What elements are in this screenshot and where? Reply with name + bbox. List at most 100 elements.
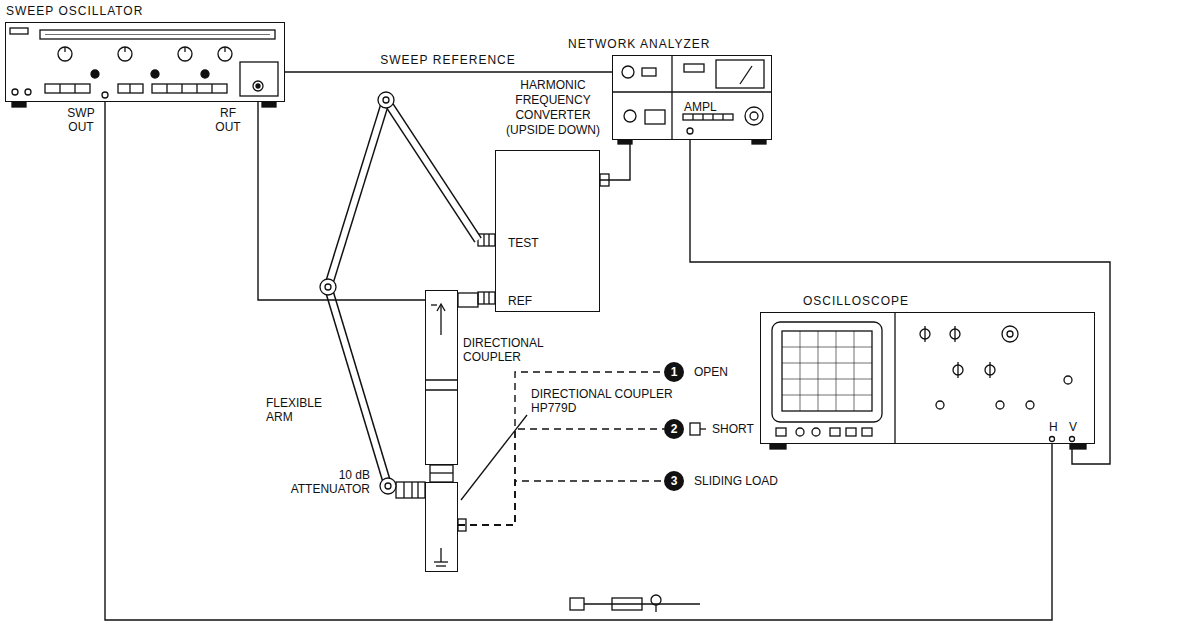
oscilloscope-panel	[936, 401, 944, 409]
oscilloscope-panel	[776, 428, 786, 436]
node-heading: HARMONIC FREQUENCY CONVERTER (UPSIDE DOW…	[501, 78, 605, 138]
sweep-oscillator-panel	[59, 84, 60, 93]
sweep-oscillator-panel	[224, 47, 225, 52]
sweep-oscillator-panel	[151, 70, 159, 78]
sweep-oscillator-panel	[74, 84, 75, 93]
network-analyzer-panel	[645, 110, 665, 124]
text-slot: OSCILLOSCOPE	[803, 294, 983, 308]
oscilloscope-panel	[830, 428, 840, 436]
sweep-oscillator-panel	[256, 84, 260, 88]
flexible-arm	[378, 92, 394, 108]
attenuator-body	[403, 482, 404, 498]
converter-box: HARMONIC FREQUENCY CONVERTER (UPSIDE DOW…	[495, 150, 600, 312]
text-slot: TEST	[508, 233, 539, 251]
network-analyzer-panel	[684, 64, 704, 72]
flexible-arm	[328, 100, 386, 287]
callout-label: SHORT	[712, 422, 754, 436]
sweep-oscillator-panel	[166, 84, 167, 93]
oscilloscope-panel	[782, 395, 872, 396]
flexible-arm	[328, 287, 388, 486]
cable	[105, 102, 1052, 620]
flexible-arm	[328, 100, 386, 287]
oscilloscope-panel	[989, 362, 990, 378]
sweep-oscillator-panel	[102, 92, 108, 98]
text-slot: 10 dB ATTENUATOR	[282, 468, 370, 496]
attenuator-body	[417, 482, 418, 498]
sliding-load-symbol	[655, 605, 656, 612]
text-slot: DIRECTIONAL COUPLER	[463, 336, 555, 364]
directional-coupler-body	[440, 305, 441, 335]
sliding-load-symbol	[570, 595, 700, 612]
directional-coupler-body	[425, 379, 458, 380]
part-label: 10 dB ATTENUATOR	[282, 468, 370, 496]
node-heading: SWEEP OSCILLATOR	[6, 4, 226, 18]
attenuator-body	[396, 482, 425, 498]
network-analyzer-panel	[752, 140, 766, 144]
callout-disc	[664, 419, 684, 439]
converter-connectors	[488, 234, 489, 246]
attenuator-body	[396, 482, 425, 498]
directional-coupler-body	[434, 561, 448, 562]
cable-label: SWEEP REFERENCE	[377, 53, 518, 67]
network-analyzer-panel	[750, 112, 758, 120]
network-analyzer-panel	[642, 68, 656, 76]
dashed-connection	[458, 481, 664, 525]
sliding-load-symbol	[651, 595, 661, 605]
network-analyzer-panel	[692, 114, 693, 120]
directional-coupler-body	[425, 389, 458, 390]
directional-coupler-body	[440, 548, 441, 562]
oscilloscope-panel	[782, 331, 872, 411]
network-analyzer-panel	[745, 107, 763, 125]
cable	[285, 71, 612, 72]
callout-label: SLIDING LOAD	[694, 474, 778, 488]
oscilloscope-panel	[782, 363, 872, 364]
node-text: AMPL	[684, 100, 717, 114]
node-text: 2	[671, 422, 678, 436]
oscilloscope-panel	[772, 322, 882, 422]
node-heading: DIRECTIONAL COUPLER HP779D	[531, 387, 683, 415]
callout-number: 3	[664, 471, 684, 491]
coupler-box: DIRECTIONAL COUPLER	[425, 290, 458, 465]
text-slot: REF	[508, 291, 532, 309]
text-slot: FLEXIBLE ARM	[266, 396, 338, 424]
flexible-arm	[386, 100, 478, 240]
oscilloscope-panel	[957, 362, 958, 378]
sliding-load-symbol	[570, 598, 584, 610]
cable	[600, 140, 630, 180]
oscilloscope-panel	[812, 428, 820, 436]
oscilloscope-panel	[924, 326, 925, 342]
text-slot: 2	[664, 419, 684, 439]
network-analyzer-panel	[722, 114, 723, 120]
sweep-oscillator-panel	[196, 84, 197, 93]
directional-coupler-body	[436, 565, 446, 566]
node-text: H	[1049, 420, 1058, 434]
flexible-arm	[383, 97, 389, 103]
sweep-oscillator-panel	[129, 84, 130, 93]
node-text: V	[1069, 420, 1077, 434]
network-analyzer-panel	[740, 66, 752, 84]
flexible-arm	[385, 483, 391, 489]
text-slot: OPEN	[694, 365, 728, 379]
text-slot: SLIDING LOAD	[694, 474, 778, 488]
directional-coupler-body	[437, 304, 445, 311]
sweep-oscillator-panel	[40, 30, 275, 39]
dashed-connection	[458, 429, 664, 525]
node-text: REF	[508, 294, 532, 308]
port-label: RF OUT	[209, 106, 247, 134]
leader-line	[461, 415, 527, 500]
network-analyzer-panel	[612, 91, 772, 92]
short-symbol	[690, 423, 706, 435]
flexible-arm	[380, 478, 396, 494]
oscilloscope-panel	[1070, 437, 1075, 442]
sweep-oscillator-panel	[118, 47, 132, 61]
oscilloscope-panel	[854, 331, 855, 411]
sweep-oscillator-panel	[64, 47, 65, 52]
sweep-oscillator-panel	[45, 34, 270, 35]
converter-connectors	[478, 174, 609, 304]
callout-disc	[664, 362, 684, 382]
